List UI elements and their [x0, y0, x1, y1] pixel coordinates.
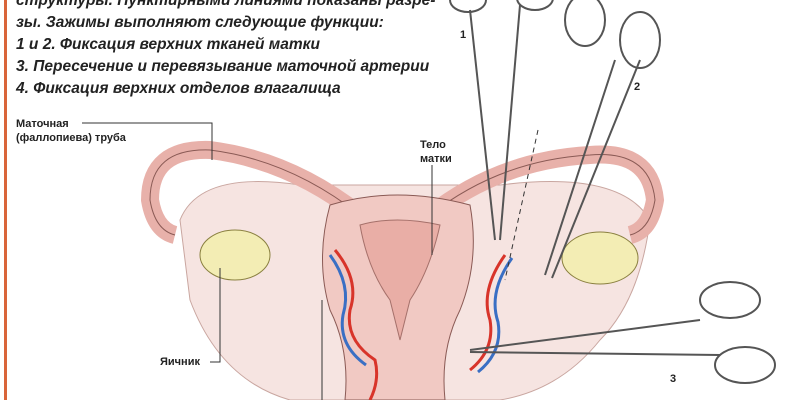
- caption-line: структуры. Пунктирными линиями показаны …: [16, 0, 436, 9]
- page-edge-stripe: [4, 0, 7, 400]
- label-line: (фаллопиева) труба: [16, 132, 126, 144]
- left-uterine-artery: [333, 249, 379, 400]
- label-uterus-body: Тело матки: [420, 138, 452, 166]
- label-ovary: Яичник: [160, 356, 200, 368]
- tube-leader: [82, 122, 213, 160]
- right-ovary: [561, 231, 639, 285]
- label-clamp-3: 3: [670, 373, 677, 385]
- label-clamp-2: 2: [634, 81, 641, 93]
- clamp-2: [544, 0, 661, 279]
- incision-line: [504, 129, 539, 281]
- left-uterine-vein: [328, 254, 367, 367]
- right-uterine-vein: [477, 257, 514, 374]
- caption-line: 4. Фиксация верхних отделов влагалища: [16, 80, 341, 97]
- caption-line: зы. Зажимы выполняют следующие функции:: [16, 14, 384, 31]
- label-line: матки: [420, 153, 452, 165]
- caption-line: 3. Пересечение и перевязывание маточной …: [16, 58, 430, 75]
- left-ovary: [199, 229, 271, 281]
- caption-line: 1 и 2. Фиксация верхних тканей матки: [16, 36, 320, 53]
- label-line: Тело: [420, 139, 446, 151]
- ovary-leader: [210, 268, 221, 363]
- label-clamp-1: 1: [460, 29, 467, 41]
- label-fallopian-tube: Маточная (фаллопиева) труба: [16, 117, 126, 145]
- clamp-3: [469, 281, 776, 384]
- uterine-cavity: [359, 219, 441, 341]
- figure-caption: структуры. Пунктирными линиями показаны …: [16, 0, 435, 100]
- label-line: Маточная: [16, 118, 69, 130]
- right-uterine-artery: [469, 254, 507, 372]
- clamp-1: [449, 0, 554, 241]
